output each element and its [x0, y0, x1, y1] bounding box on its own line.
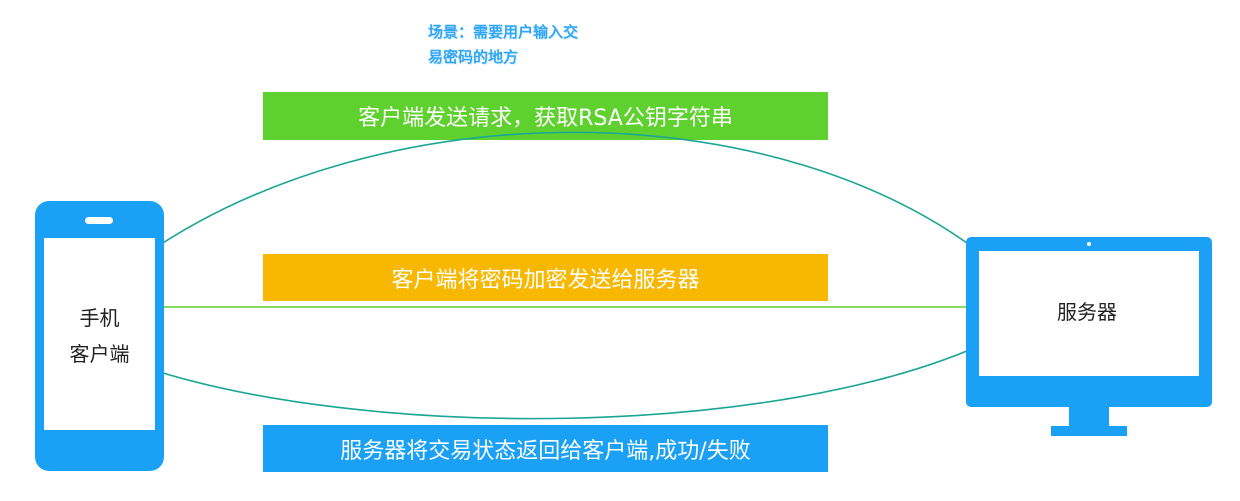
monitor-stand-neck: [1069, 404, 1109, 428]
phone-icon: 手机 客户端: [35, 201, 164, 471]
arrow-server-to-client-status: [139, 339, 993, 420]
step-send-encrypted-password: 客户端将密码加密发送给服务器: [263, 254, 828, 301]
client-label-line-1: 手机: [79, 306, 120, 330]
monitor-icon: [966, 237, 1212, 407]
phone-screen: 手机 客户端: [44, 238, 155, 430]
server-label: 服务器: [1057, 300, 1117, 324]
client-label-line-2: 客户端: [69, 342, 130, 366]
monitor-stand-base: [1051, 426, 1127, 436]
phone-speaker: [85, 217, 113, 224]
scenario-line-1: 场景：需要用户输入交: [428, 23, 579, 41]
client-label: 手机 客户端: [44, 300, 155, 372]
arrow-server-to-client-public-key: [140, 131, 993, 263]
scenario-note: 场景：需要用户输入交 易密码的地方: [428, 20, 658, 70]
step-return-status: 服务器将交易状态返回给客户端,成功/失败: [263, 425, 828, 472]
monitor-screen: [979, 251, 1199, 376]
scenario-line-2: 易密码的地方: [428, 48, 519, 66]
monitor-camera: [1087, 242, 1091, 246]
